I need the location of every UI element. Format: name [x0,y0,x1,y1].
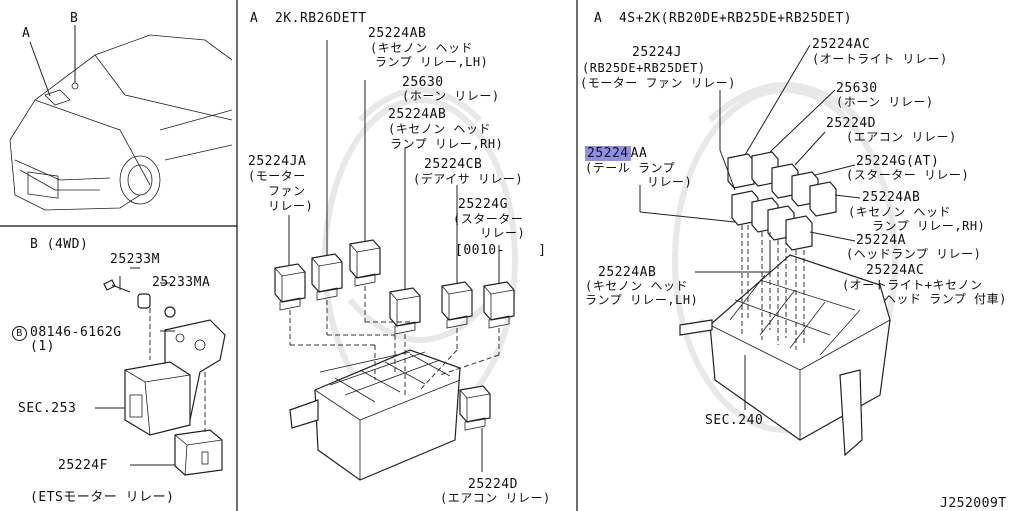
a1-desc-starter-1: (スターター [453,212,524,226]
a1-label-25224cb: 25224CB [424,157,483,172]
label-bolt-code: 08146-6162G [30,325,122,340]
label-ets-relay: (ETSモーター リレー) [30,490,175,505]
a1-desc-starter-date: [0010- ] [455,243,547,258]
panel-b-drawing [95,267,226,476]
a2-desc-aircon: (エアコン リレー) [846,130,957,144]
label-25233m: 25233M [110,252,160,267]
a1-desc-fan-1: (モーター [248,169,306,183]
panel-b-title: B (4WD) [30,237,89,252]
relay-jа [274,263,306,311]
a2-label-25224d: 25224D [826,116,876,131]
a1-label-25224d: 25224D [468,477,518,492]
a2-desc-headlamp: (ヘッドランプ リレー) [846,247,982,261]
a2-desc-horn: (ホーン リレー) [836,95,934,109]
a2-desc-xenon-lh-2: ランプ リレー,LH) [585,293,699,307]
a2-label-25224ac: 25224AC [812,37,871,52]
a1-desc-fan-3: リレー) [268,199,314,213]
a2-label-25224aa-highlight: 25224 [585,146,631,161]
label-25233ma: 25233MA [152,275,211,290]
a2-label-25224g-at: 25224G(AT) [856,154,940,169]
car-label-b: B [70,11,79,26]
a2-desc-xenon-rh-1: (キセノン ヘッド [848,205,951,219]
a1-desc-xenon-lh-2: ランプ リレー,LH) [375,55,489,69]
a2-desc-autolight: (オートライト リレー) [812,52,948,66]
a2-desc-xenon-lh-1: (キセノン ヘッド [585,279,688,293]
a2-label-25224ac-2: 25224AC [866,263,925,278]
a1-desc-horn: (ホーン リレー) [402,89,500,103]
a2-desc-xenon-rh-2: ランプ リレー,RH) [872,219,986,233]
a1-desc-fan-2: ファン [268,184,306,198]
a1-label-25224ja: 25224JA [248,154,307,169]
panel-a1-drawing [274,40,515,481]
a2-desc-fan-engine: (RB25DE+RB25DET) [582,61,706,75]
a1-desc-xenon-rh-2: ランプ リレー,RH) [390,137,504,151]
panel-a1-title: A 2K.RB26DETT [250,11,367,26]
car-label-a: A [22,26,31,41]
footer-diagram-code: J252009T [940,496,1007,511]
a2-label-25224j: 25224J [632,45,682,60]
panel-a2-title: A 4S+2K(RB20DE+RB25DE+RB25DET) [594,11,853,26]
a2-label-sec-240: SEC.240 [705,413,764,428]
a2-desc-tail-2: リレー) [647,175,693,189]
a1-desc-xenon-lh-1: (キセノン ヘッド [370,41,473,55]
a2-label-25224a: 25224A [856,233,906,248]
a1-label-25224g: 25224G [458,197,508,212]
a1-label-25630: 25630 [402,75,444,90]
a2-label-25224ab-rh: 25224AB [862,190,921,205]
a2-label-25224aa-suffix: AA [630,146,648,161]
label-bolt-qty: (1) [30,339,55,354]
a2-desc-fan-relay: (モーター ファン リレー) [580,76,736,90]
a1-desc-deicer: (デアイサ リレー) [413,172,524,186]
a1-label-25224ab-lh: 25224AB [368,26,427,41]
car-illustration [9,25,233,211]
a2-desc-starter: (スターター リレー) [846,168,970,182]
a2-desc-tail-1: (テール ランプ [585,161,676,175]
a1-desc-starter-2: リレー) [480,226,526,240]
a2-desc-autolight-xenon-1: (オートライト+キセノン [842,278,983,292]
label-25224f: 25224F [58,458,108,473]
panel-a2-drawing [639,44,891,457]
a2-desc-autolight-xenon-2: ヘッド ランプ 付車) [884,292,1007,306]
label-sec-253: SEC.253 [18,401,77,416]
a1-desc-aircon: (エアコン リレー) [440,491,551,505]
a1-label-25224ab-rh: 25224AB [388,107,447,122]
bolt-circle-b: B [12,326,27,341]
a2-label-25630: 25630 [836,81,878,96]
a1-desc-xenon-rh-1: (キセノン ヘッド [388,122,491,136]
a2-label-25224ab-lh: 25224AB [598,265,657,280]
